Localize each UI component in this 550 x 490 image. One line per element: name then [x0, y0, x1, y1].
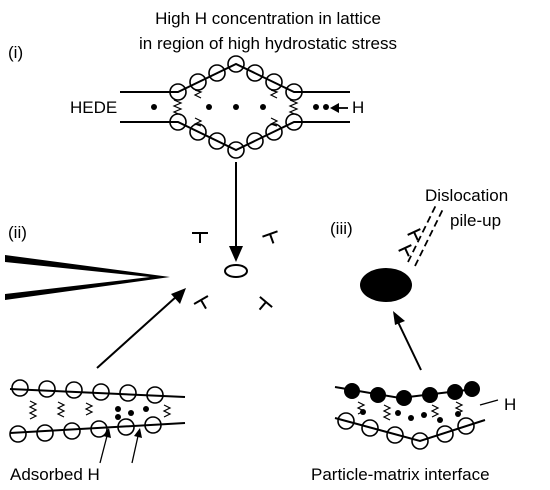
title-line-2: in region of high hydrostatic stress — [139, 34, 397, 53]
lattice-lower-boundary — [120, 121, 350, 152]
dislocation-symbol — [258, 296, 273, 311]
matrix-atoms-open — [337, 412, 475, 450]
dislocation-label-line-2: pile-up — [450, 211, 501, 230]
interface-hydrogen-dots — [360, 409, 461, 423]
dislocation-label-line-1: Dislocation — [425, 186, 508, 205]
arrow-interface-to-particle — [393, 311, 422, 371]
particle-matrix-caption: Particle-matrix interface — [311, 465, 490, 484]
pile-up-dislocations — [398, 228, 421, 257]
crack — [5, 255, 170, 300]
surface-upper-atoms — [11, 379, 164, 404]
panel-iii-label: (iii) — [330, 219, 353, 238]
dislocation-slip-plane — [407, 204, 444, 267]
panel-iii-h-pointer — [479, 399, 499, 406]
title-line-1: High H concentration in lattice — [155, 9, 381, 28]
dislocation-symbol — [193, 295, 209, 310]
panel-iii-interface-lattice — [334, 381, 486, 450]
adsorbed-hydrogen-dots — [115, 406, 149, 420]
lattice-bond-springs — [172, 89, 299, 127]
dislocation-symbol — [262, 230, 278, 244]
lattice-upper-atoms — [169, 55, 303, 101]
particle — [360, 268, 412, 302]
lattice-hydrogen-dots — [151, 104, 329, 110]
dislocation-symbol — [407, 228, 421, 241]
crack-tip-dislocations — [192, 230, 278, 311]
lattice-upper-boundary — [120, 62, 350, 93]
particle-atoms-filled — [344, 381, 480, 406]
surface-lower-boundary — [9, 422, 186, 434]
adsorbed-h-caption: Adsorbed H — [10, 465, 100, 484]
panel-ii-label: (ii) — [8, 223, 27, 242]
panel-ii-surface-lattice — [9, 379, 186, 443]
surface-lower-atoms — [9, 416, 162, 443]
panel-i-label: (i) — [8, 43, 23, 62]
panel-i-lattice — [120, 55, 350, 159]
panel-i-h-label: H — [352, 98, 364, 117]
interface-lower-boundary — [334, 417, 486, 443]
lattice-lower-atoms — [169, 113, 303, 159]
surface-upper-boundary — [9, 388, 186, 398]
arrow-surface-to-crack-tip — [96, 288, 186, 369]
microvoid — [224, 264, 248, 278]
panel-iii-h-label: H — [504, 395, 516, 414]
dislocation-symbol — [192, 232, 208, 243]
hydrogen-entry-arrow — [330, 103, 348, 113]
arrow-lattice-to-crack-tip — [229, 162, 243, 262]
dislocation-symbol — [398, 244, 412, 257]
hede-label: HEDE — [70, 98, 117, 117]
adsorbed-h-pointer-arrows — [99, 428, 142, 464]
surface-bond-springs — [28, 400, 172, 420]
